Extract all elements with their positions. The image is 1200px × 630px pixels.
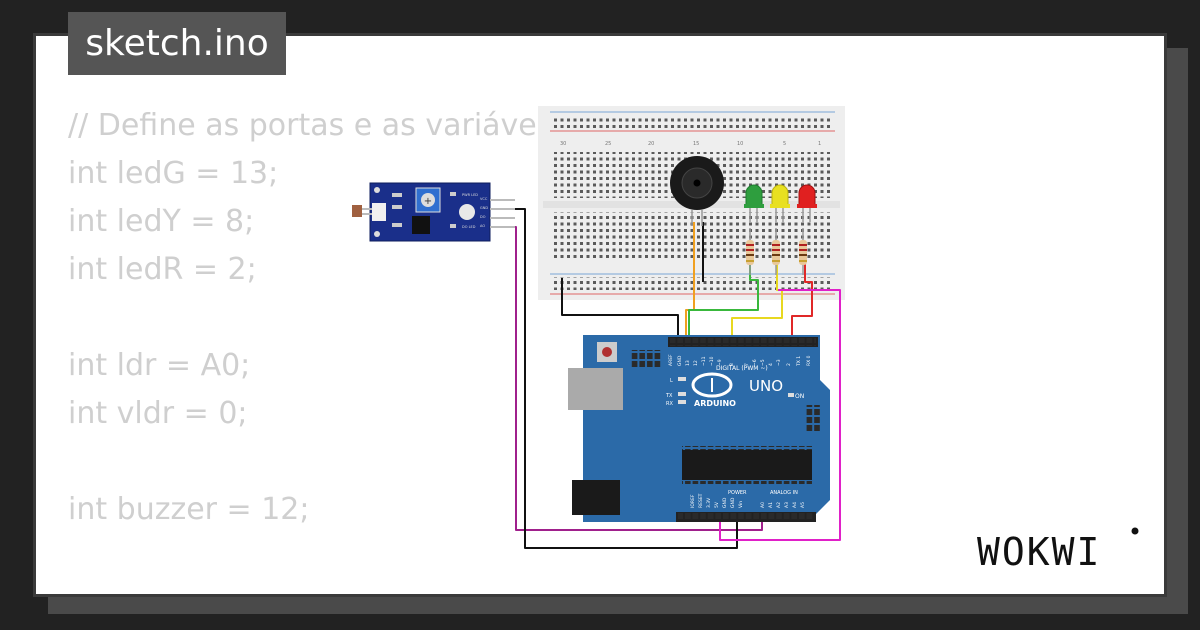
pin-label: 5V xyxy=(714,501,720,508)
pin-label-ao: AO xyxy=(480,224,485,228)
digital-header xyxy=(670,338,816,346)
wire-red-ledr xyxy=(791,250,813,345)
microcontroller-chip xyxy=(682,450,812,480)
pin-label: A2 xyxy=(776,502,782,508)
board-model: UNO xyxy=(749,377,783,395)
pin-label: IOREF xyxy=(690,494,696,508)
pin-label: TX 1 xyxy=(796,356,802,367)
wire-yellow-ledy xyxy=(731,250,783,345)
bb-col-label: 15 xyxy=(693,141,699,147)
photoresistor xyxy=(352,205,362,217)
resistor xyxy=(772,228,780,275)
bb-col-label: 20 xyxy=(648,141,654,147)
bb-col-label: 30 xyxy=(560,141,566,147)
pin-label: A5 xyxy=(800,502,806,508)
pin-label: ~10 xyxy=(709,356,715,366)
bb-col-label: 25 xyxy=(605,141,611,147)
pin-label: ~6 xyxy=(752,359,758,366)
code-line: int vldr = 0; xyxy=(68,396,248,431)
pin-label: ~5 xyxy=(760,359,766,366)
pin-label: AREF xyxy=(668,354,674,366)
code-line: int ledG = 13; xyxy=(68,156,279,191)
pin-label: A0 xyxy=(760,502,766,508)
pin-label: RESET xyxy=(698,493,704,508)
rx-label: RX xyxy=(666,401,673,407)
pin-label: Vin xyxy=(738,501,744,508)
code-line: int ledY = 8; xyxy=(68,204,255,239)
digital-header-label: DIGITAL (PWM ~) xyxy=(716,365,768,372)
pin-label: 13 xyxy=(685,360,691,366)
brand-name: WOKWI xyxy=(977,530,1101,574)
analog-label: ANALOG IN xyxy=(770,490,798,496)
code-line: int buzzer = 12; xyxy=(68,492,310,527)
led-green xyxy=(744,184,764,222)
pin-label: GND xyxy=(722,497,728,508)
bb-col-label: 5 xyxy=(783,141,786,147)
wokwi-logo: WOKWI xyxy=(977,527,1139,574)
plus-icon: + xyxy=(424,196,432,207)
leds xyxy=(744,184,817,275)
module-label: DO LED xyxy=(462,225,476,229)
analog-power-header xyxy=(678,513,814,521)
pin-label: A4 xyxy=(792,502,798,508)
pin-label: 2 xyxy=(786,363,792,366)
pin-label-do: DO xyxy=(480,215,486,219)
arduino-uno: UNO ARDUINO DIGITAL (PWM ~) ON L TX RX P… xyxy=(568,335,830,522)
ldr-module: + PWR LED DO LED VCC GND DO AO xyxy=(352,182,515,242)
file-tab-label: sketch.ino xyxy=(85,23,269,64)
bb-col-label: 10 xyxy=(737,141,743,147)
pin-label: 4 xyxy=(768,363,774,366)
wire-magenta-vcc xyxy=(719,289,841,541)
pin-label: ~9 xyxy=(717,359,723,366)
board-brand: ARDUINO xyxy=(694,399,736,408)
pin-label: 8 xyxy=(729,363,735,366)
pin-label: ~11 xyxy=(701,356,707,366)
led-yellow xyxy=(770,184,790,222)
module-label: PWR LED xyxy=(462,193,478,197)
arduino-logo-icon xyxy=(691,372,733,398)
power-jack xyxy=(572,480,620,515)
wire-black-gnd xyxy=(561,278,679,345)
bb-col-label: 1 xyxy=(818,141,821,147)
led-red xyxy=(797,184,817,222)
pin-label: A3 xyxy=(784,502,790,508)
l-label: L xyxy=(670,378,673,384)
code-line: int ldr = A0; xyxy=(68,348,251,383)
pin-label: ~3 xyxy=(776,359,782,366)
code-line: // Define as portas e as variáveis xyxy=(68,108,561,143)
pin-label: 7 xyxy=(744,363,750,366)
on-label: ON xyxy=(795,393,804,400)
pin-label: A1 xyxy=(768,502,774,508)
pin-label: RX 0 xyxy=(806,355,812,366)
resistor xyxy=(746,228,754,275)
code-preview: // Define as portas e as variáveis int le… xyxy=(68,102,561,534)
pin-label-vcc: VCC xyxy=(480,197,488,201)
pin-label: GND xyxy=(677,355,683,366)
chip xyxy=(412,216,430,234)
pin-label: 3.3V xyxy=(706,497,712,508)
file-tab[interactable]: sketch.ino xyxy=(68,12,286,75)
power-label: POWER xyxy=(728,490,747,496)
usb-port xyxy=(568,368,623,410)
resistor xyxy=(799,228,807,275)
pin-label-gnd: GND xyxy=(480,206,488,210)
buzzer xyxy=(670,156,724,226)
pin-label: GND xyxy=(730,497,736,508)
pin-label: 12 xyxy=(693,360,699,366)
code-line: int ledR = 2; xyxy=(68,252,257,287)
tx-label: TX xyxy=(665,393,673,399)
